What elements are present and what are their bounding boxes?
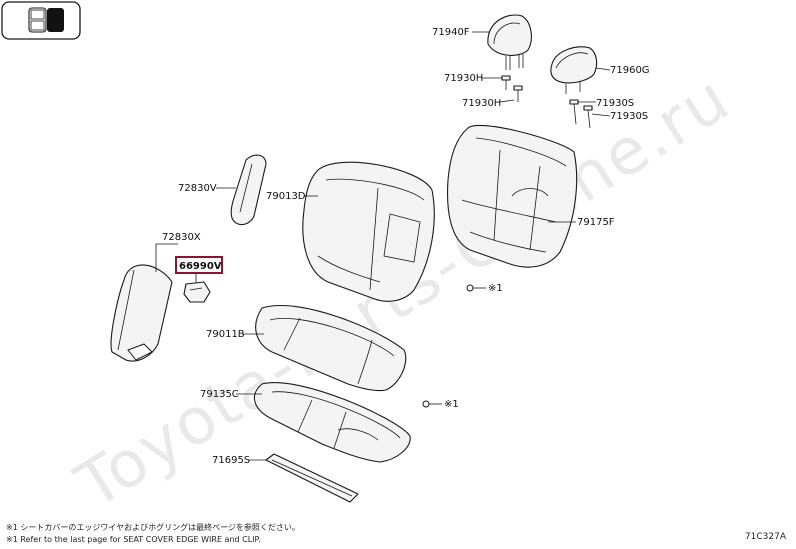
label-71930S-2: 71930S	[610, 111, 648, 122]
ref-mark-2: ※1	[444, 399, 459, 410]
label-79135C: 79135C	[200, 389, 239, 400]
ref-mark-1: ※1	[488, 283, 503, 294]
diagram-code: 71C327A	[744, 532, 786, 542]
label-79175F: 79175F	[577, 217, 615, 228]
view-selector-icon[interactable]	[1, 1, 81, 40]
leader-72830X	[155, 243, 178, 272]
label-72830V: 72830V	[178, 183, 217, 194]
label-79013D: 79013D	[266, 191, 306, 202]
label-71930H-2: 71930H	[462, 98, 501, 109]
guide-h-drawing	[501, 75, 523, 102]
cushion-cover-drawing	[255, 304, 407, 392]
seatback-frame-drawing	[447, 124, 578, 268]
armrest-upper-drawing	[230, 154, 267, 226]
label-66990V[interactable]: 66990V	[179, 261, 222, 272]
leader-71930S-2	[591, 113, 611, 117]
label-71695S: 71695S	[212, 455, 250, 466]
highlight-box-66990V[interactable]	[175, 256, 223, 274]
label-72830X: 72830X	[162, 232, 201, 243]
headrest-rear-drawing	[550, 46, 598, 94]
label-79011B: 79011B	[206, 329, 245, 340]
headrest-front-drawing	[487, 14, 532, 70]
label-71930S-1: 71930S	[596, 98, 634, 109]
footnote-japanese: ※1 シートカバーのエッジワイヤおよびホグリングは最終ページを参照ください。	[6, 523, 300, 532]
bracket-66990V-drawing[interactable]	[183, 281, 211, 303]
label-71940F: 71940F	[432, 27, 470, 38]
leader-71960G	[595, 67, 611, 71]
cushion-pad-drawing	[253, 382, 411, 463]
guide-s-drawing	[569, 99, 593, 129]
clip-ref-1-drawing	[466, 284, 486, 292]
seatback-cover-drawing	[302, 161, 435, 302]
armrest-lower-drawing	[110, 264, 173, 362]
label-71930H-1: 71930H	[444, 73, 483, 84]
protector-drawing	[265, 453, 359, 503]
label-71960G: 71960G	[610, 65, 650, 76]
footnote-english: ※1 Refer to the last page for SEAT COVER…	[6, 535, 261, 544]
clip-ref-2-drawing	[422, 400, 442, 408]
leader-71930H-2	[499, 99, 515, 103]
